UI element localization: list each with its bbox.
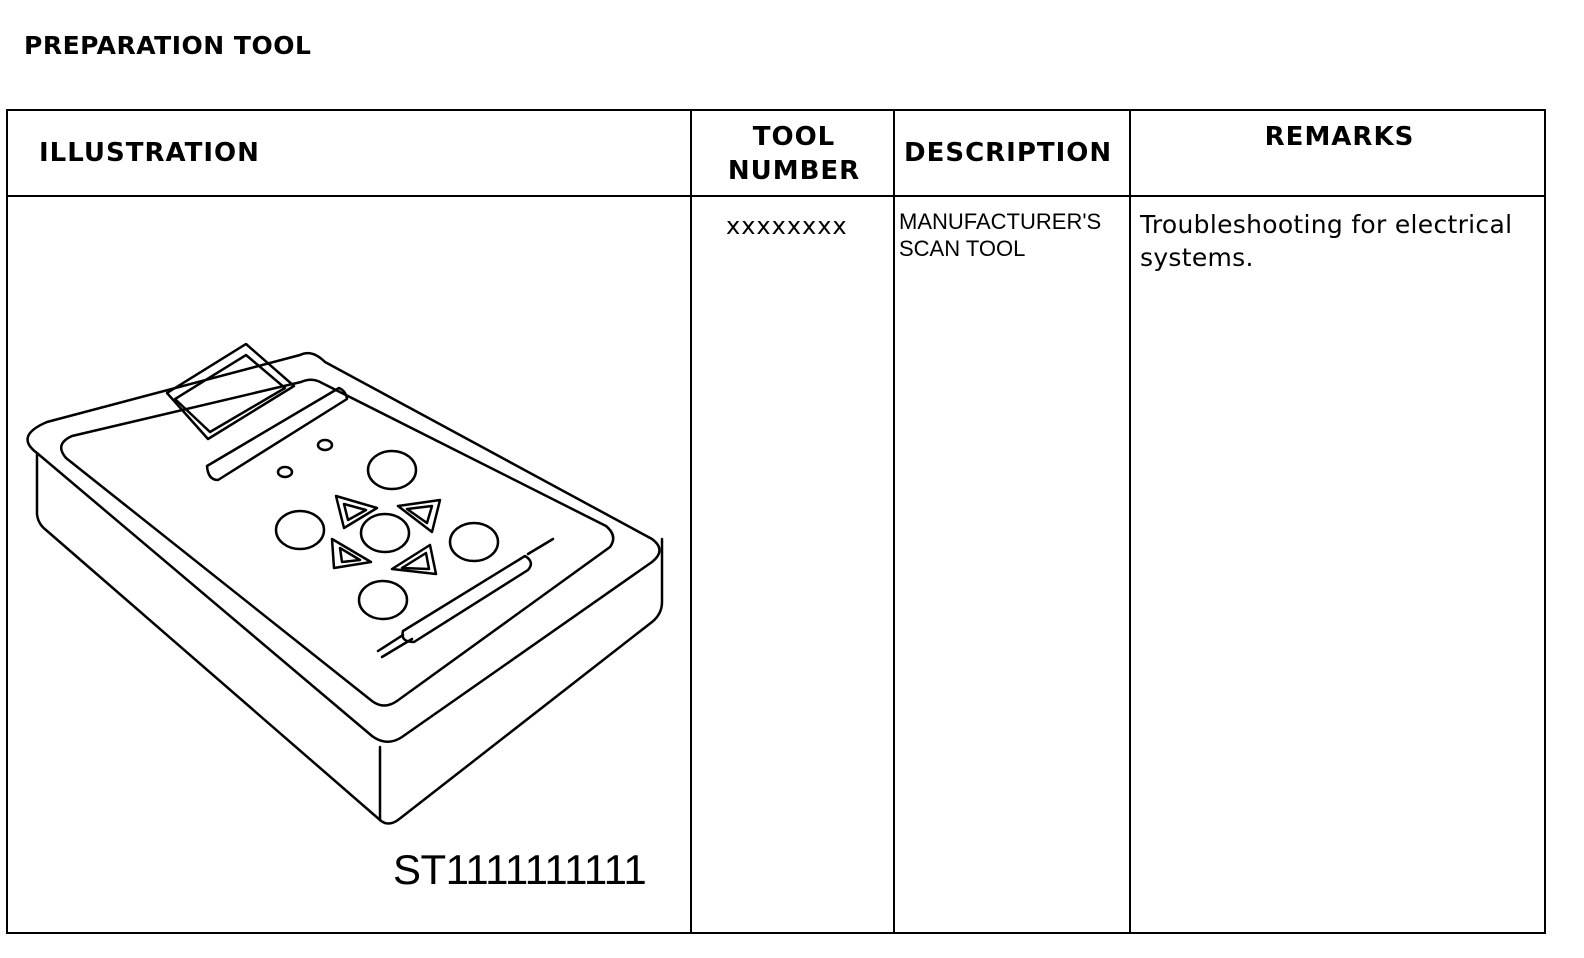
tool-number-cell: xxxxxxxx (726, 212, 848, 240)
remarks-cell: Troubleshooting for electrical systems. (1140, 210, 1513, 272)
description-cell: MANUFACTURER'S SCAN TOOL (899, 209, 1102, 261)
header-description: DESCRIPTION (904, 138, 1113, 168)
column-divider (690, 111, 692, 932)
header-tool-number: TOOL NUMBER (727, 122, 861, 186)
header-divider (8, 195, 1544, 197)
column-divider (1129, 111, 1131, 932)
column-divider (893, 111, 895, 932)
page-title: PREPARATION TOOL (24, 31, 312, 60)
illustration-code: ST1111111111 (393, 846, 647, 893)
scan-tool-illustration (26, 343, 664, 825)
header-illustration: ILLUSTRATION (39, 138, 260, 168)
tool-table: ILLUSTRATION TOOL NUMBER DESCRIPTION REM… (6, 109, 1546, 934)
header-remarks: REMARKS (1264, 122, 1415, 152)
